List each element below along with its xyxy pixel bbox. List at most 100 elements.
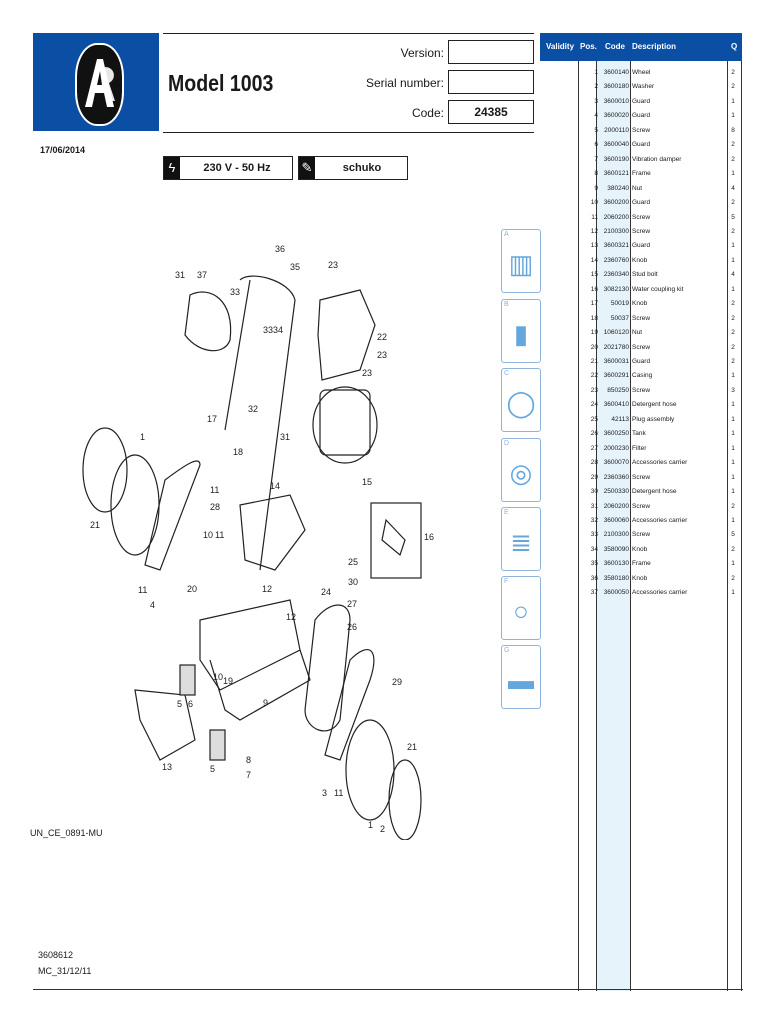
rod-icon: ▮ (513, 319, 529, 349)
wheel-right-guard (388, 759, 422, 840)
callout-26: 26 (347, 622, 357, 632)
callout-31b: 31 (280, 432, 290, 442)
wheel-left (110, 454, 160, 556)
quantity-cell: 1 (731, 256, 735, 264)
casing (317, 289, 376, 381)
kit-label: B (504, 301, 509, 308)
callout-3: 3 (322, 788, 327, 798)
pos-cell: 28 (590, 459, 598, 467)
callout-4: 4 (150, 600, 155, 610)
quantity-cell: 1 (731, 372, 735, 380)
quantity-cell: 2 (731, 83, 735, 91)
code-cell: 3600180 (603, 83, 629, 91)
quantity-cell: 3 (731, 386, 735, 394)
wheel-right (345, 719, 395, 821)
model-title: Model 1003 (168, 70, 274, 96)
version-label: Version: (400, 46, 444, 60)
callout-numbers: 36 35 31 37 33 23 33 34 22 23 23 32 17 3… (90, 244, 434, 834)
pos-cell: 24 (590, 401, 598, 409)
quantity-cell: 2 (731, 574, 735, 582)
pos-cell: 33 (590, 531, 598, 539)
pos-cell: 10 (590, 199, 598, 207)
footer-line-1: 3608612 (38, 950, 74, 960)
code-cell: 3082130 (603, 285, 629, 293)
quantity-cell: 2 (731, 358, 735, 365)
quantity-cell: 2 (731, 343, 735, 351)
callout-35: 35 (290, 262, 300, 272)
description-cell: Guard (632, 97, 651, 105)
pos-cell: 17 (590, 300, 598, 308)
pos-cell: 35 (590, 560, 598, 568)
code-cell: 3600010 (603, 97, 629, 105)
pos-cell: 25 (590, 415, 598, 423)
quantity-cell: 8 (731, 126, 735, 134)
pos-cell: 31 (590, 502, 598, 510)
quantity-cell: 1 (731, 415, 735, 423)
pos-cell: 1 (594, 69, 598, 76)
code-cell: 2100300 (603, 227, 629, 235)
callout-29: 29 (392, 677, 402, 687)
description-cell: Accessories carrier (632, 516, 688, 524)
quantity-cell: 2 (731, 227, 735, 235)
callout-5a: 5 (177, 699, 182, 709)
quantity-cell: 1 (731, 285, 735, 293)
pos-cell: 4 (594, 112, 598, 120)
ar-monogram-icon (85, 59, 115, 107)
quantity-cell: 1 (731, 444, 735, 452)
pos-cell: 27 (590, 444, 598, 452)
callout-27: 27 (347, 599, 357, 609)
pos-cell: 19 (590, 329, 598, 337)
quantity-cell: 1 (731, 488, 735, 496)
code-cell: 3600190 (603, 155, 629, 163)
description-cell: Guard (632, 199, 651, 207)
callout-33a: 33 (230, 287, 240, 297)
drawing-code: UN_CE_0891-MU (30, 828, 103, 838)
kit-label: D (504, 440, 510, 447)
column-divider (596, 61, 597, 991)
description-cell: Screw (632, 531, 651, 539)
description-cell: Nut (632, 329, 643, 337)
pos-cell: 7 (594, 155, 598, 163)
code-cell: 2060200 (603, 502, 629, 510)
description-cell: Nut (632, 184, 643, 192)
pos-cell: 11 (591, 213, 598, 221)
nozzle-icon: ▥ (508, 249, 534, 279)
serial-label: Serial number: (365, 76, 444, 90)
kit-label: E (504, 509, 509, 516)
kit-label: G (504, 647, 510, 654)
callout-7: 7 (246, 770, 251, 780)
pos-cell: 34 (590, 545, 598, 553)
description-cell: Screw (632, 343, 651, 351)
pos-cell: 30 (590, 488, 598, 496)
quantity-cell: 4 (731, 184, 735, 192)
plug-spec: ✎ schuko (298, 156, 408, 180)
column-divider (630, 61, 631, 991)
callout-8: 8 (246, 755, 251, 765)
code-cell: 2360760 (603, 256, 629, 264)
pos-cell: 23 (590, 386, 598, 394)
callout-37: 37 (197, 270, 207, 280)
quantity-cell: 2 (731, 300, 735, 308)
code-cell: 3600321 (603, 242, 629, 250)
description-cell: Plug assembly (632, 415, 675, 423)
code-cell: 50037 (610, 314, 629, 322)
